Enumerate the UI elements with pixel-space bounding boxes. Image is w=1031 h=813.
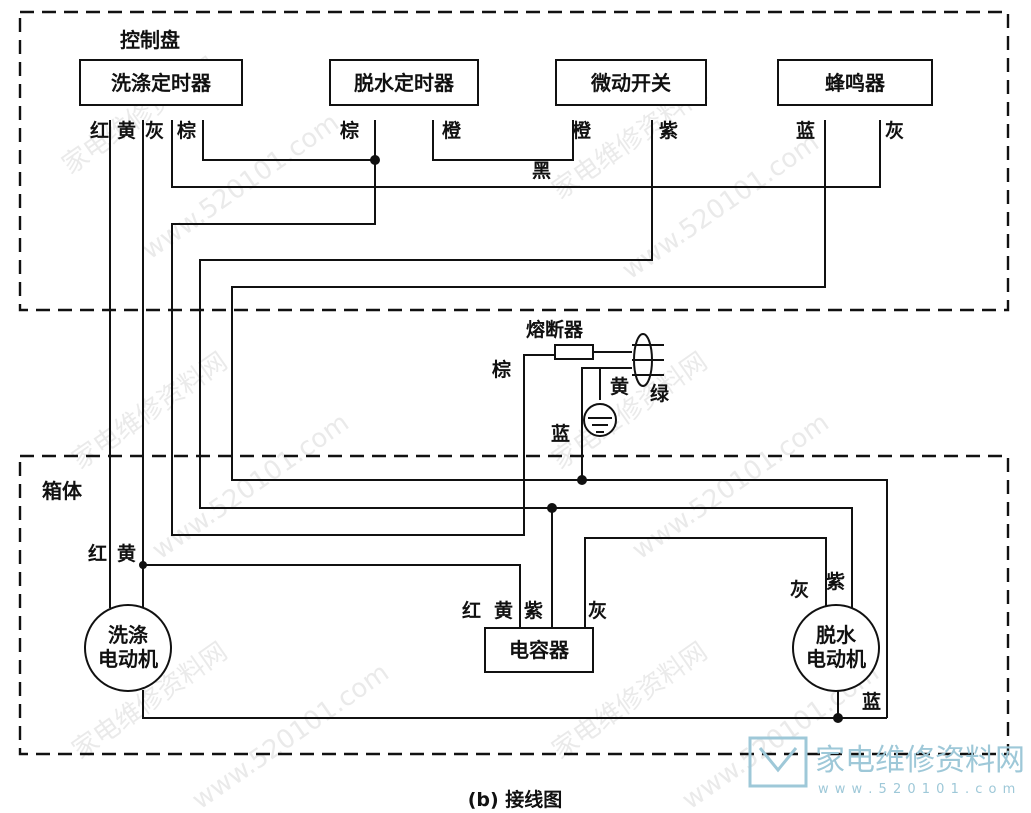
wash-motor: 洗涤 电动机: [84, 604, 172, 692]
capacitor-label: 电容器: [509, 638, 570, 662]
logo-url: w w w . 5 2 0 1 0 1 . c o m: [818, 782, 1016, 797]
spin-motor: 脱水 电动机: [792, 604, 880, 692]
wire-label-gray: 灰: [588, 599, 607, 622]
junction: [547, 503, 557, 513]
wire-label-black: 黑: [532, 160, 551, 182]
micro-switch: 微动开关: [555, 59, 707, 106]
wire-label-green: 绿: [650, 382, 670, 405]
wires: [109, 120, 888, 719]
ground-icon: [583, 403, 617, 437]
junction: [833, 713, 843, 723]
wire-label-gray: 灰: [790, 578, 809, 601]
control-panel-label: 控制盘: [120, 28, 180, 52]
watermark-text: www.520101.com: [147, 408, 355, 566]
wire-label-gray: 灰: [145, 119, 164, 142]
watermark-text: www.520101.com: [627, 408, 835, 566]
cabinet-label: 箱体: [42, 479, 83, 503]
capacitor: 电容器: [484, 627, 594, 673]
wire-label-yellow: 黄: [117, 542, 136, 565]
junction: [577, 475, 587, 485]
wire-label-orange: 橙: [442, 119, 462, 142]
wash-timer-label: 洗涤定时器: [111, 71, 212, 95]
wire-label-yellow: 黄: [117, 119, 136, 142]
wire-label-yellow: 黄: [610, 375, 629, 398]
wash-motor-label: 电动机: [98, 647, 158, 671]
micro-switch-label: 微动开关: [590, 71, 671, 95]
wire-label-purple: 紫: [659, 120, 678, 142]
junction: [139, 561, 147, 569]
wire-label-gray: 灰: [885, 119, 904, 142]
wire-label-brown: 棕: [177, 119, 196, 142]
spin-motor-label: 脱水: [816, 623, 857, 647]
watermark-layer: 家电维修资料网 www.520101.com 家电维修资料网 www.52010…: [57, 52, 885, 813]
buzzer-label: 蜂鸣器: [825, 71, 886, 95]
wire-label-blue: 蓝: [862, 690, 881, 713]
spin-timer-label: 脱水定时器: [354, 71, 455, 95]
watermark-text: www.520101.com: [617, 128, 825, 286]
spin-timer: 脱水定时器: [329, 59, 479, 106]
logo-text: 家电维修资料网: [815, 743, 1025, 778]
wire-label-orange: 橙: [572, 119, 592, 142]
control-panel-frame: [18, 10, 1010, 312]
wash-timer: 洗涤定时器: [79, 59, 243, 106]
wire-label-red: 红: [90, 119, 109, 142]
wire-label-brown: 棕: [340, 119, 359, 142]
spin-motor-label: 电动机: [806, 647, 866, 671]
wire-label-purple: 紫: [826, 571, 845, 593]
site-logo: 家电维修资料网 w w w . 5 2 0 1 0 1 . c o m: [748, 736, 1025, 797]
wire-label-blue: 蓝: [796, 119, 815, 142]
wire-label-red: 红: [88, 542, 107, 565]
diagram-caption: (b) 接线图: [468, 788, 563, 811]
fuse: [554, 344, 594, 360]
wire-label-yellow: 黄: [494, 599, 513, 622]
buzzer: 蜂鸣器: [777, 59, 933, 106]
fuse-label: 熔断器: [526, 318, 584, 341]
cabinet-frame: [18, 454, 1010, 756]
wire-label-brown: 棕: [492, 358, 511, 381]
junction: [370, 155, 380, 165]
wash-motor-label: 洗涤: [108, 623, 148, 647]
wire-label-red: 红: [462, 599, 481, 622]
wire-label-blue: 蓝: [551, 422, 570, 445]
wire-label-purple: 紫: [524, 600, 543, 622]
watermark-text: www.520101.com: [187, 658, 395, 813]
